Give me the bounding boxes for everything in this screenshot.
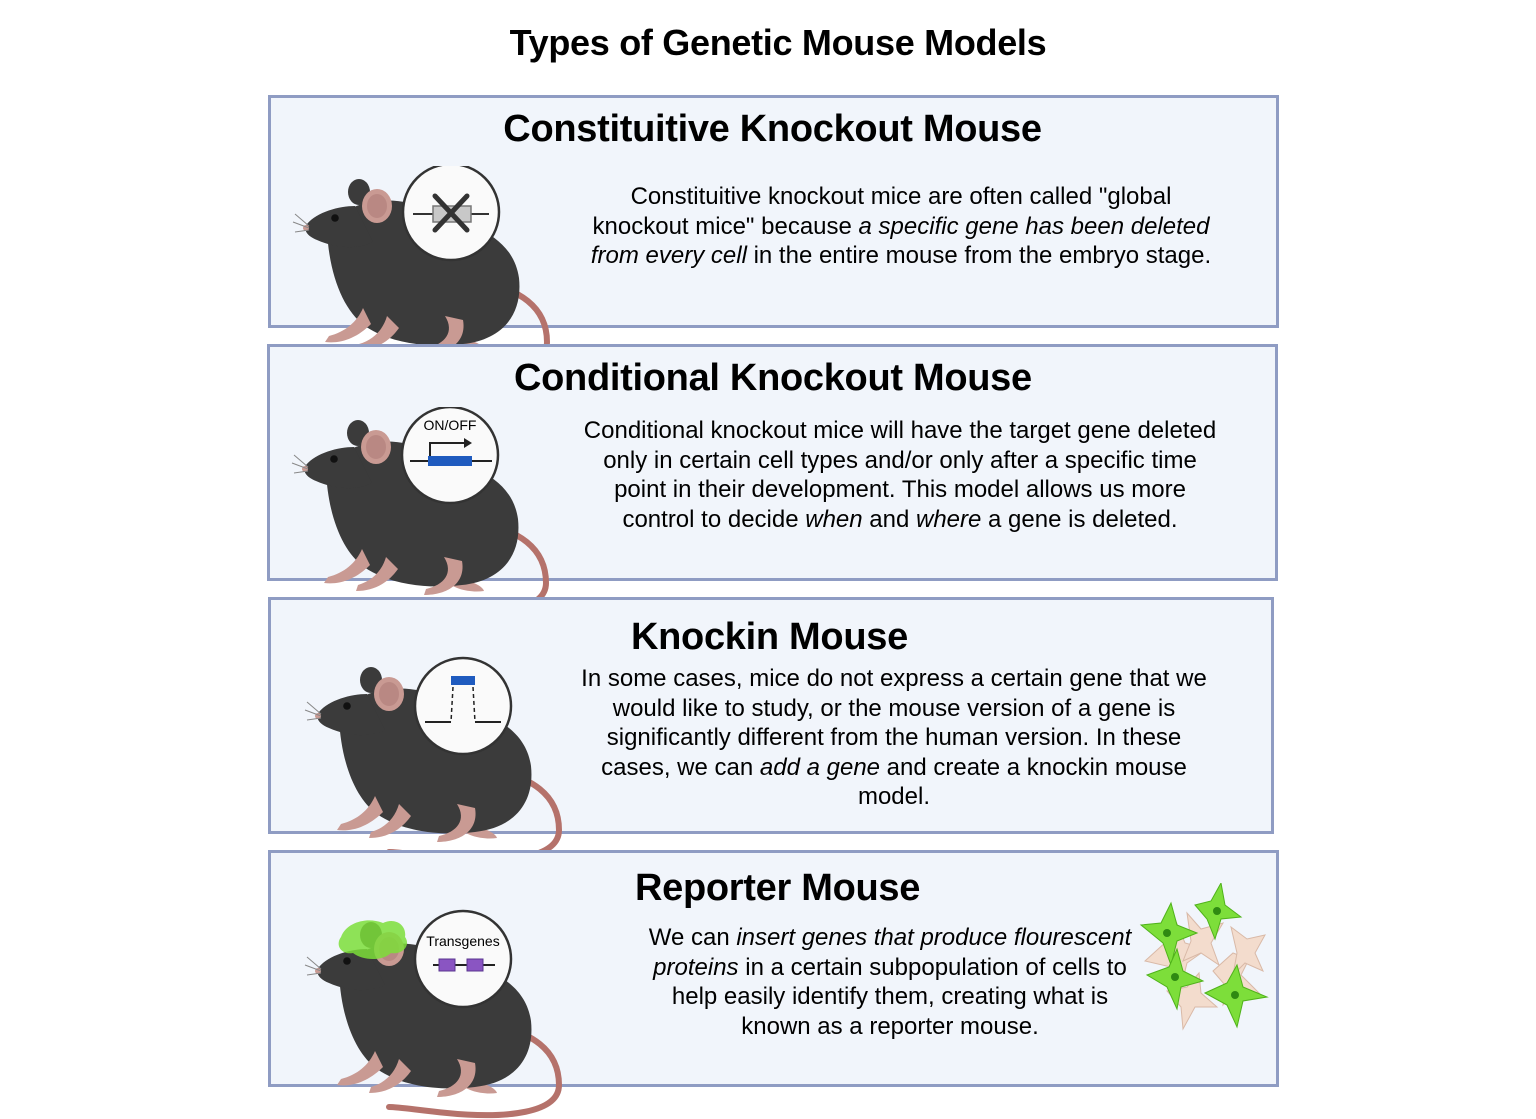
fluorescent-cells-illustration [1139, 883, 1269, 1031]
panel-title: Knockin Mouse [631, 616, 908, 658]
description-line: help easily identify them, creating what… [541, 982, 1239, 1012]
description-line: model. [541, 782, 1247, 812]
text-segment: model. [857, 783, 931, 810]
panel-reporter: Reporter Mouse Transgenes We can insert … [268, 850, 1279, 1087]
description-line: significantly different from the human v… [541, 723, 1247, 753]
description-line: control to decide when and where a gene … [540, 505, 1260, 535]
description-line: knockout mice" because a specific gene h… [541, 212, 1261, 242]
gene-switch-icon: ON/OFF [410, 417, 492, 466]
mouse-illustration [285, 166, 575, 376]
text-segment: control to decide [622, 505, 806, 533]
fluorescent-brain-icon [338, 920, 408, 959]
emphasized-text: proteins [653, 953, 739, 981]
description-line: proteins in a certain subpopulation of c… [541, 953, 1239, 983]
emphasized-text: a specific gene has been deleted [858, 212, 1210, 240]
description-line: In some cases, mice do not express a cer… [541, 664, 1247, 694]
description-line: Constituitive knockout mice are often ca… [541, 182, 1261, 212]
text-segment: would like to study, or the mouse versio… [612, 694, 1176, 722]
transgenes-icon: Transgenes [426, 933, 500, 972]
text-segment: and [862, 505, 916, 533]
text-segment: a gene is deleted. [981, 505, 1178, 533]
text-segment: point in their development. This model a… [614, 476, 1186, 503]
description-line: only in certain cell types and/or only a… [540, 446, 1260, 476]
text-segment: cases, we can [601, 753, 760, 781]
text-segment: in a certain subpopulation of cells to [738, 953, 1127, 981]
transgenes-label: Transgenes [426, 933, 499, 949]
description-line: would like to study, or the mouse versio… [541, 694, 1247, 724]
emphasized-text: add a gene [759, 753, 881, 781]
panel-conditional-knockout: Conditional Knockout Mouse ON/OFF Condit… [267, 344, 1278, 581]
text-segment: and create a knockin mouse [880, 753, 1187, 781]
text-segment: in the entire mouse from the embryo stag… [746, 242, 1212, 269]
text-segment: help easily identify them, creating what… [671, 983, 1109, 1010]
panel-description: Constituitive knockout mice are often ca… [541, 182, 1261, 271]
panel-title: Conditional Knockout Mouse [514, 357, 1032, 399]
panel-title: Constituitive Knockout Mouse [503, 108, 1042, 150]
emphasized-text: when [805, 505, 863, 533]
panel-title: Reporter Mouse [635, 867, 921, 909]
text-segment: Conditional knockout mice will have the … [583, 417, 1217, 444]
text-segment: knockout mice" because [592, 212, 859, 240]
description-line: We can insert genes that produce floures… [541, 923, 1239, 953]
panel-description: Conditional knockout mice will have the … [540, 416, 1260, 534]
emphasized-text: insert genes that produce flourescent [736, 924, 1132, 951]
text-segment: only in certain cell types and/or only a… [603, 446, 1197, 474]
emphasized-text: from every cell [590, 242, 747, 269]
mouse-illustration [297, 656, 587, 864]
mouse-illustration: Transgenes [297, 909, 587, 1119]
gene-insertion-icon [425, 676, 501, 723]
text-segment: We can [648, 924, 737, 951]
panel-constitutive-knockout: Constituitive Knockout Mouse Constituiti… [268, 95, 1279, 328]
gene-deleted-icon [413, 193, 489, 233]
panel-knockin: Knockin Mouse In some cases, mice do not… [268, 597, 1274, 834]
panel-description: We can insert genes that produce floures… [541, 923, 1239, 1041]
text-segment: In some cases, mice do not express a cer… [581, 665, 1207, 692]
emphasized-text: where [916, 505, 982, 533]
panel-description: In some cases, mice do not express a cer… [541, 664, 1247, 812]
text-segment: Constituitive knockout mice are often ca… [630, 183, 1172, 210]
mouse-illustration: ON/OFF [284, 407, 574, 617]
gene-switch-label: ON/OFF [424, 417, 477, 433]
description-line: from every cell in the entire mouse from… [541, 241, 1261, 271]
text-segment: known as a reporter mouse. [741, 1012, 1039, 1040]
page-title: Types of Genetic Mouse Models [509, 22, 1047, 63]
description-line: Conditional knockout mice will have the … [540, 416, 1260, 446]
description-line: point in their development. This model a… [540, 475, 1260, 505]
description-line: known as a reporter mouse. [541, 1012, 1239, 1042]
text-segment: significantly different from the human v… [606, 724, 1182, 751]
description-line: cases, we can add a gene and create a kn… [541, 753, 1247, 783]
